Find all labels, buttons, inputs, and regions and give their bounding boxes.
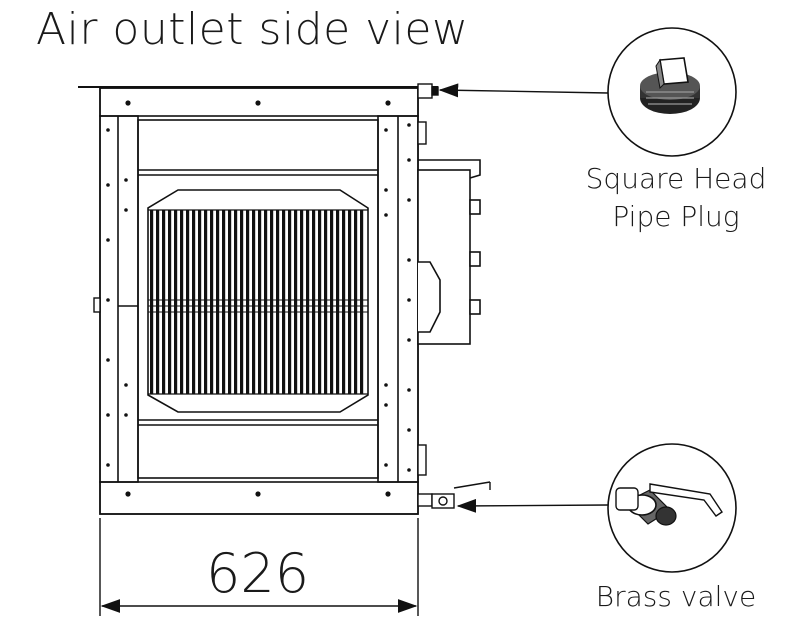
valve-fitting [417, 481, 491, 509]
left-side-handle [93, 297, 138, 313]
heat-exchanger-coil [147, 189, 369, 413]
fastener-dots [106, 100, 411, 497]
valve-leader-line [456, 498, 609, 513]
width-dimension-label: 626 [206, 542, 310, 605]
brass-ball-valve-icon [615, 483, 723, 526]
square-head-pipe-plug-icon [640, 57, 700, 114]
valve-callout [607, 443, 737, 573]
plug-fitting [417, 83, 439, 99]
plug-label: Square Head Pipe Plug [566, 160, 786, 236]
plug-callout [607, 27, 737, 157]
plug-leader-line [438, 83, 609, 98]
plug-label-line2: Pipe Plug [612, 200, 740, 233]
plug-label-line1: Square Head [585, 162, 767, 195]
side-control-box [417, 159, 481, 345]
diagram-title: Air outlet side view [36, 4, 469, 55]
door-hinges [417, 121, 427, 476]
width-dimension [99, 518, 419, 616]
valve-label: Brass valve [595, 580, 757, 613]
